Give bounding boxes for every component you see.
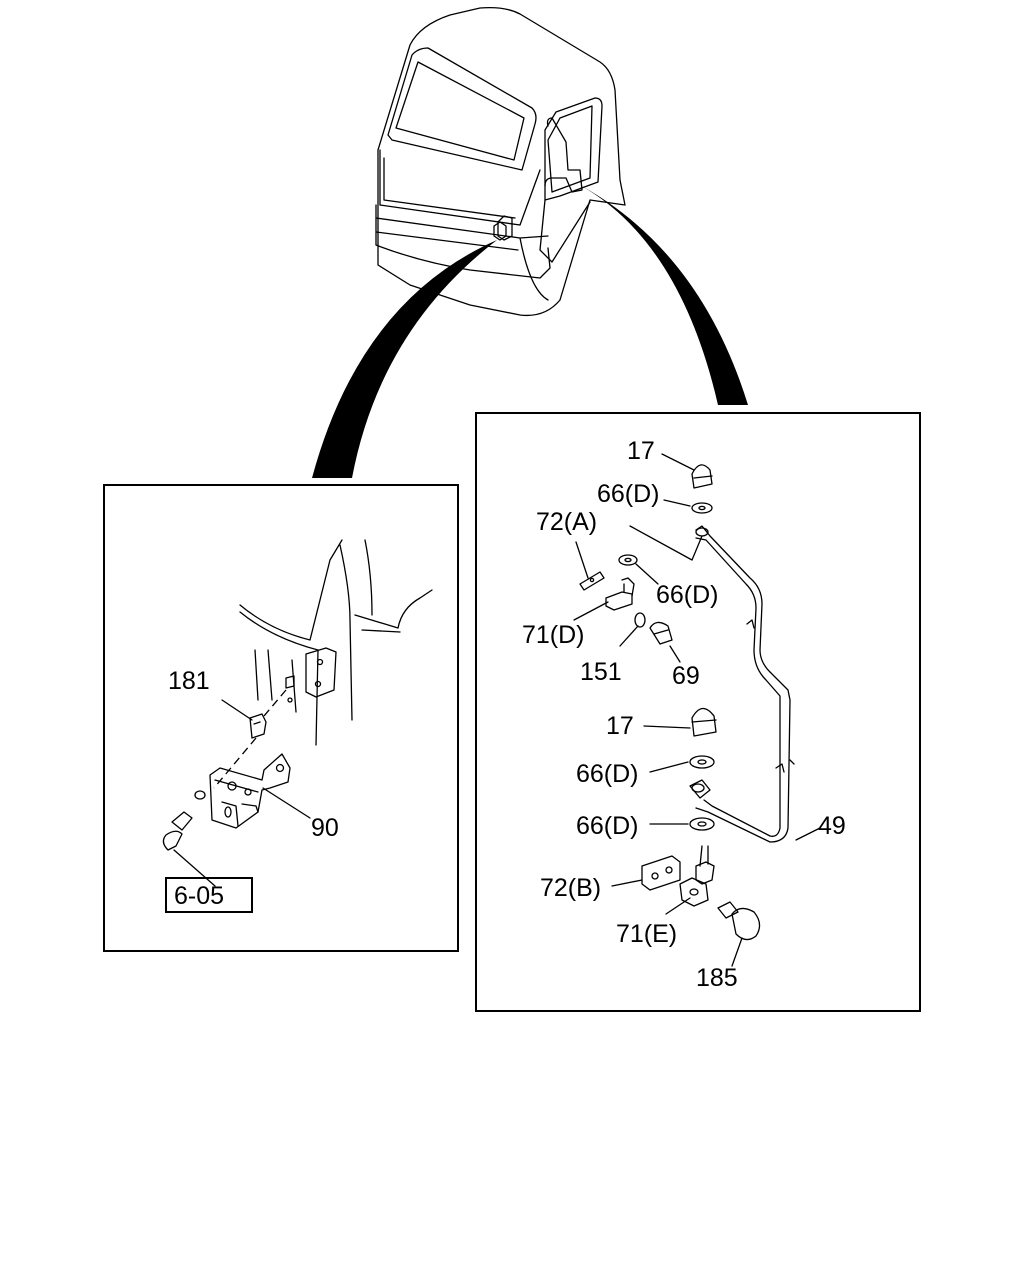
label-181: 181 bbox=[168, 667, 210, 695]
label-49: 49 bbox=[818, 812, 846, 840]
label-66d-4: 66(D) bbox=[576, 812, 639, 840]
label-17-top: 17 bbox=[627, 437, 655, 465]
label-151: 151 bbox=[580, 658, 622, 686]
label-185: 185 bbox=[696, 964, 738, 992]
left-inset-illustration bbox=[162, 539, 433, 887]
label-17-mid: 17 bbox=[606, 712, 634, 740]
label-66d-2: 66(D) bbox=[656, 581, 719, 609]
left-inset-frame bbox=[103, 484, 459, 952]
truck-cab-illustration bbox=[375, 6, 626, 317]
reference-box-6-05[interactable] bbox=[165, 877, 253, 913]
label-72a: 72(A) bbox=[536, 508, 597, 536]
label-71e: 71(E) bbox=[616, 920, 677, 948]
right-inset-frame bbox=[475, 412, 921, 1012]
label-66d-1: 66(D) bbox=[597, 480, 660, 508]
pointer-wedge-right bbox=[578, 184, 748, 405]
label-72b: 72(B) bbox=[540, 874, 601, 902]
pointer-wedge-left bbox=[312, 240, 497, 478]
label-69: 69 bbox=[672, 662, 700, 690]
label-66d-3: 66(D) bbox=[576, 760, 639, 788]
label-71d: 71(D) bbox=[522, 621, 585, 649]
label-90: 90 bbox=[311, 814, 339, 842]
label-6-05[interactable]: 6-05 bbox=[174, 882, 224, 910]
right-inset-illustration bbox=[573, 453, 821, 967]
